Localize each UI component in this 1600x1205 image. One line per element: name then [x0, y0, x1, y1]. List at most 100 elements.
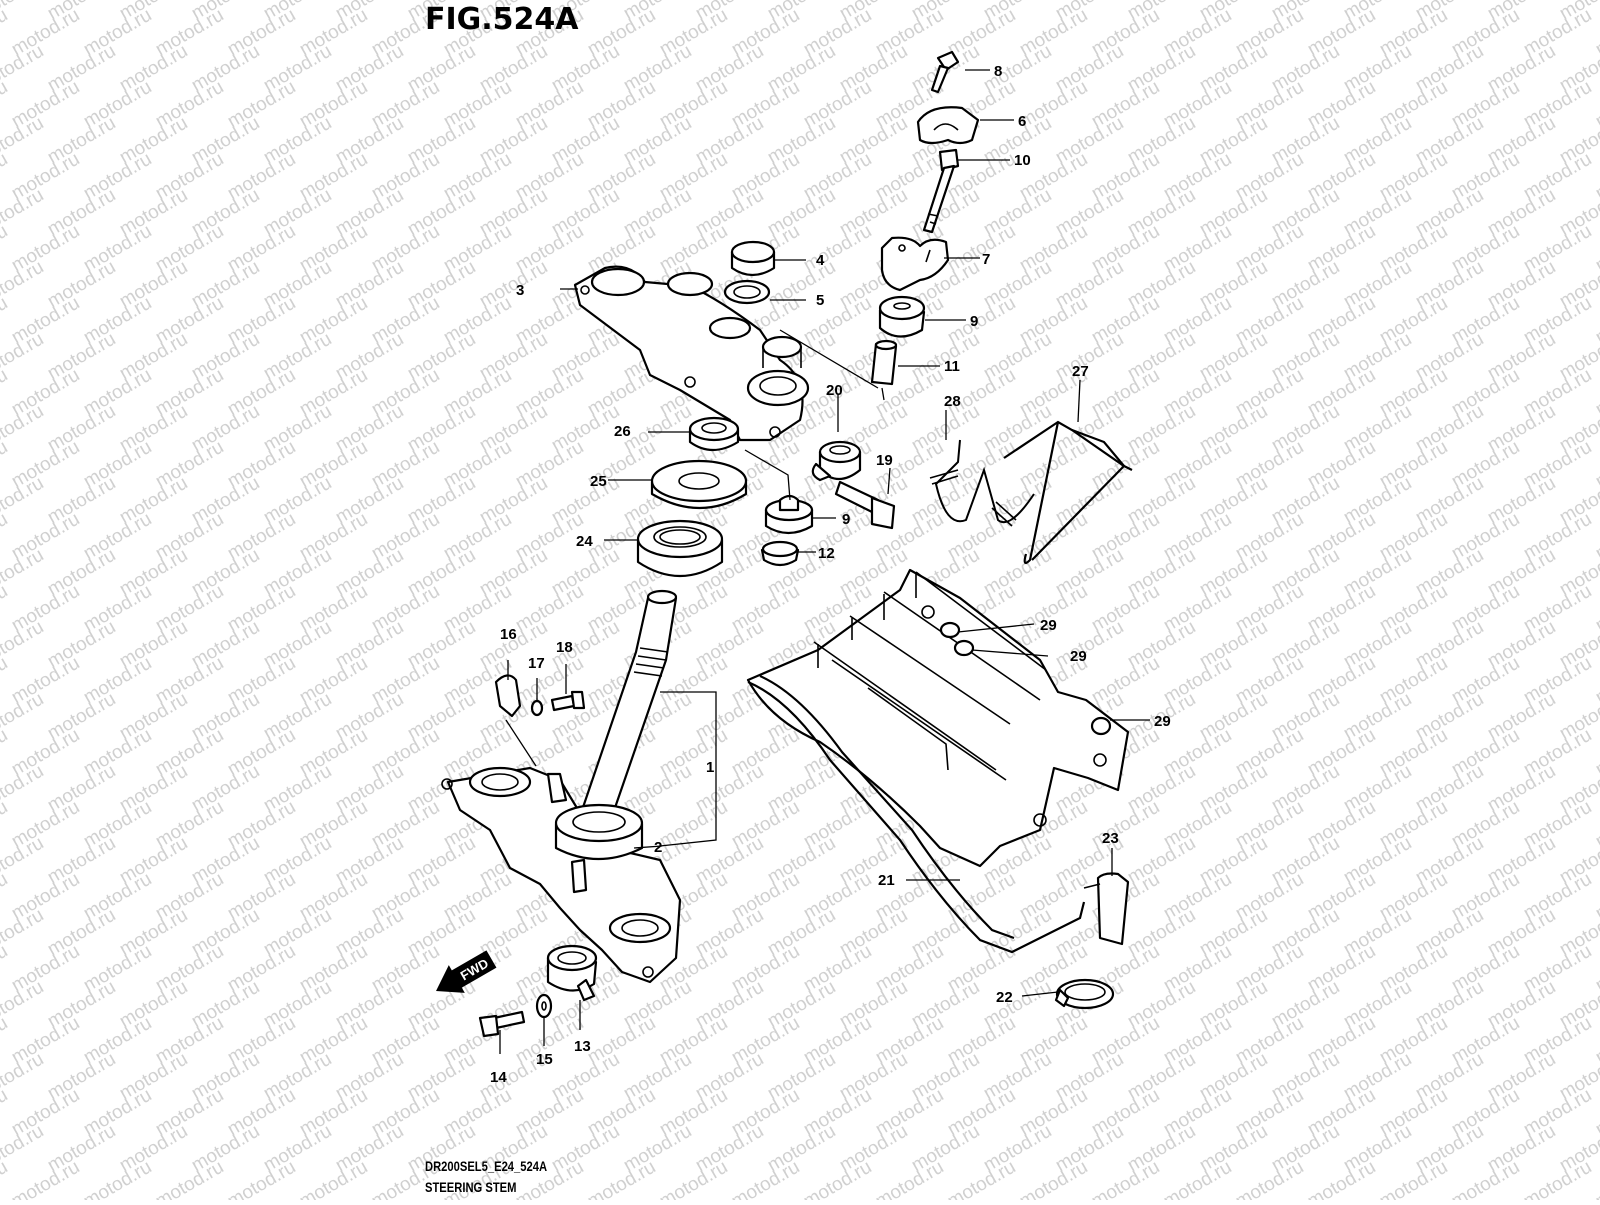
callout-21: 21 [878, 872, 895, 889]
watermark-text: motod.ru [152, 1157, 227, 1200]
clamp-22 [1054, 978, 1115, 1010]
watermark-text: motod.ru [0, 221, 11, 277]
watermark-text: motod.ru [872, 1157, 947, 1200]
watermark-text: motod.ru [0, 365, 11, 421]
guide-16 [494, 674, 522, 718]
watermark-text: motod.ru [1520, 1157, 1595, 1200]
watermark-text: motod.ru [1592, 797, 1600, 853]
watermark-text: motod.ru [944, 1157, 1019, 1200]
watermark-text: motod.ru [0, 149, 11, 205]
watermark-text: motod.ru [0, 437, 11, 493]
watermark-text: motod.ru [0, 5, 11, 61]
watermark-text: motod.ru [1376, 1157, 1451, 1200]
callout-15: 15 [536, 1051, 553, 1068]
callout-14: 14 [490, 1069, 507, 1086]
watermark-text: motod.ru [1592, 437, 1600, 493]
watermark-text: motod.ru [1304, 1157, 1379, 1200]
cushion-9-upper [878, 295, 926, 338]
watermark-text: motod.ru [0, 1013, 11, 1069]
watermark-text: motod.ru [1592, 1157, 1600, 1200]
callout-18: 18 [556, 639, 573, 656]
cap-4 [730, 240, 776, 277]
callout-25: 25 [590, 473, 607, 490]
nut-26 [688, 416, 740, 452]
damper-20 [811, 440, 862, 482]
callout-4: 4 [816, 252, 825, 269]
watermark-text: motod.ru [1592, 653, 1600, 709]
callout-13: 13 [574, 1038, 591, 1055]
watermark-text: motod.ru [1592, 149, 1600, 205]
watermark-text: motod.ru [0, 1085, 11, 1141]
callout-23: 23 [1102, 830, 1119, 847]
watermark-text: motod.ru [0, 509, 11, 565]
callout-29-b: 29 [1070, 648, 1087, 665]
watermark-text: motod.ru [1592, 77, 1600, 133]
callout-1: 1 [706, 759, 714, 776]
watermark-text: motod.ru [8, 1157, 83, 1200]
callout-26: 26 [614, 423, 631, 440]
seal-25 [650, 459, 748, 509]
callout-5: 5 [816, 292, 824, 309]
callout-12: 12 [818, 545, 835, 562]
callout-20: 20 [826, 382, 843, 399]
watermark-text: motod.ru [1592, 365, 1600, 421]
callout-2: 2 [654, 839, 662, 856]
washer-15 [535, 993, 553, 1019]
callout-8: 8 [994, 63, 1002, 80]
watermark-text: motod.ru [800, 1157, 875, 1200]
watermark-text: motod.ru [1592, 581, 1600, 637]
watermark-text: motod.ru [80, 1157, 155, 1200]
callout-17: 17 [528, 655, 545, 672]
callout-9-lower: 9 [842, 511, 850, 528]
callout-6: 6 [1018, 113, 1026, 130]
watermark-text: motod.ru [296, 1157, 371, 1200]
callout-16: 16 [500, 626, 517, 643]
figure-title: FIG.524A [425, 2, 579, 37]
callout-3: 3 [516, 282, 524, 299]
callout-9-upper: 9 [970, 313, 978, 330]
watermark-text: motod.ru [0, 725, 11, 781]
watermark-text: motod.ru [0, 581, 11, 637]
watermark-text: motod.ru [0, 797, 11, 853]
callout-22: 22 [996, 989, 1013, 1006]
watermark-text: motod.ru [0, 869, 11, 925]
watermark-text: motod.ru [1232, 1157, 1307, 1200]
watermark-text: motod.ru [1592, 869, 1600, 925]
callout-24: 24 [576, 533, 593, 550]
cover-13 [546, 944, 598, 1002]
watermark-text: motod.ru [584, 1157, 659, 1200]
watermark-text: motod.ru [0, 77, 11, 133]
callout-7: 7 [982, 251, 990, 268]
grommet-12 [760, 540, 800, 567]
callout-29-c: 29 [1154, 713, 1171, 730]
collar-11 [870, 339, 898, 386]
figure-name: STEERING STEM [425, 1179, 517, 1195]
watermark-text: motod.ru [0, 293, 11, 349]
watermark-text: motod.ru [224, 1157, 299, 1200]
callout-19: 19 [876, 452, 893, 469]
watermark-text: motod.ru [1592, 221, 1600, 277]
bolt-18 [550, 690, 586, 712]
watermark-text: motod.ru [728, 1157, 803, 1200]
watermark-text: motod.ru [1592, 725, 1600, 781]
callout-11: 11 [944, 358, 960, 375]
watermark-text: motod.ru [1160, 1157, 1235, 1200]
callout-10: 10 [1014, 152, 1031, 169]
watermark-text: motod.ru [1448, 1157, 1523, 1200]
washer-17 [530, 699, 544, 717]
washer-5 [723, 279, 771, 305]
watermark-text: motod.ru [1592, 1013, 1600, 1069]
holder-6 [916, 106, 980, 145]
watermark-text: motod.ru [1592, 5, 1600, 61]
watermark-text: motod.ru [0, 941, 11, 997]
watermark-text: motod.ru [1088, 1157, 1163, 1200]
watermark-text: motod.ru [1592, 293, 1600, 349]
bearing-24 [636, 519, 724, 578]
watermark-text: motod.ru [1592, 1085, 1600, 1141]
callout-29-a: 29 [1040, 617, 1057, 634]
watermark-text: motod.ru [0, 653, 11, 709]
watermark-text: motod.ru [1592, 509, 1600, 565]
